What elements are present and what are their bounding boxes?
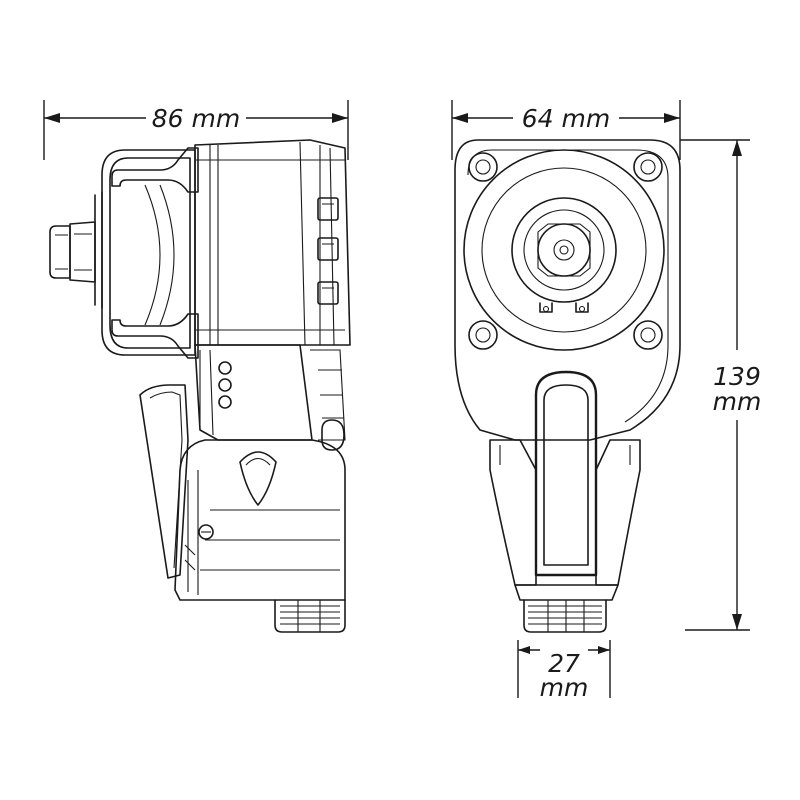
- side-button-1: [317, 197, 339, 221]
- corner-bolts: [468, 152, 663, 350]
- side-button-2: [317, 237, 339, 261]
- dimension-length-label: 86 mm: [152, 104, 240, 133]
- dimension-length: 86 mm: [43, 100, 349, 160]
- dimension-width-label: 64 mm: [522, 104, 610, 133]
- bolt-top-left: [468, 152, 498, 182]
- dimension-length-value: 86: [152, 104, 184, 133]
- bolt-top-right: [633, 152, 663, 182]
- bolt-bottom-right: [633, 320, 663, 350]
- indicator-dot-2: [218, 378, 232, 392]
- screw: [198, 524, 214, 540]
- side-button-3: [317, 281, 339, 305]
- dimension-width: 64 mm: [451, 100, 681, 160]
- hammer-case-face: [463, 149, 665, 351]
- side-view: [49, 139, 351, 633]
- motor-housing: [194, 139, 351, 346]
- dimension-height-value: 139: [713, 362, 761, 391]
- handle-grip: [194, 344, 346, 451]
- square-drive-anvil: [49, 191, 103, 309]
- dimension-length-unit: mm: [192, 104, 241, 133]
- dimension-width-unit: mm: [562, 104, 611, 133]
- dimension-height-unit: mm: [713, 387, 762, 416]
- dimension-drive-offset: 27 mm: [517, 640, 611, 702]
- dimension-drive-offset-unit: mm: [540, 673, 589, 702]
- air-inlet-base: [174, 439, 346, 633]
- indicator-dot-3: [218, 395, 232, 409]
- bolt-bottom-left: [468, 320, 498, 350]
- dimension-drive-offset-value: 27: [548, 649, 580, 678]
- base-front: [489, 439, 641, 633]
- front-view: [454, 139, 681, 633]
- trigger-front: [534, 370, 598, 577]
- housing-clips: [111, 147, 199, 359]
- dimension-width-value: 64: [522, 104, 554, 133]
- dimension-height: 139 mm: [680, 139, 762, 631]
- trigger: [139, 384, 189, 579]
- indicator-dot-1: [218, 361, 232, 375]
